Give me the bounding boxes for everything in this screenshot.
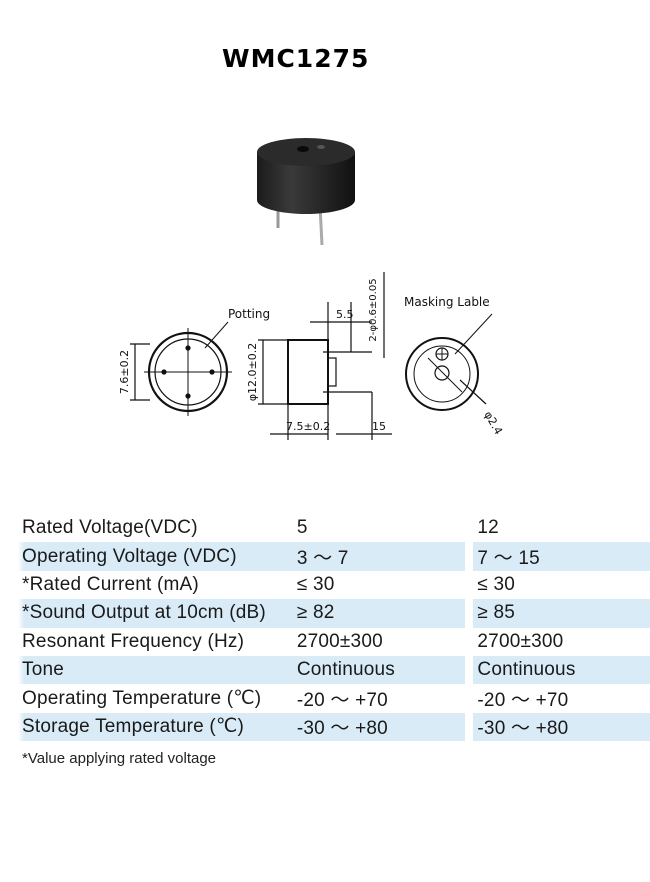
spec-value-5v: ≤ 30 (296, 573, 335, 595)
spec-value-5v: 2700±300 (296, 630, 383, 652)
column-gap (465, 628, 473, 656)
spec-value-5v: ≥ 82 (292, 599, 466, 628)
spec-value-12v: ≥ 85 (473, 599, 650, 628)
buzzer-photo (257, 138, 355, 246)
column-gap (465, 599, 474, 628)
column-gap (465, 684, 473, 712)
spec-row: Operating Temperature (℃) -20 ～ +70 -20 ～ … (18, 684, 650, 712)
spec-label: Resonant Frequency (Hz) (22, 630, 245, 652)
hole-dim-label: φ2.4 (481, 409, 505, 437)
back-view: φ2.4 Masking Lable (404, 295, 505, 437)
dimension-drawing: Potting 7.6±0.2 φ12.0±0.2 5.5 2-φ0.6±0.0… (118, 272, 505, 440)
footnote: *Value applying rated voltage (22, 750, 217, 767)
pin-pitch-label: 5.5 (336, 308, 354, 321)
column-gap (465, 655, 474, 685)
spec-label: Operating Temperature (℃) (22, 688, 262, 710)
spec-row: Rated Voltage(VDC) 5 12 (18, 514, 650, 542)
spec-row: Resonant Frequency (Hz) 2700±300 2700±300 (18, 628, 650, 656)
spec-value-12v: 7 ～ 15 (473, 542, 650, 571)
spec-value-5v: 3 ～ 7 (292, 542, 466, 571)
spec-value-12v: ≤ 30 (477, 573, 516, 595)
spec-row: *Sound Output at 10cm (dB)≥ 82≥ 85 (18, 599, 650, 628)
spec-value-12v: Continuous (473, 655, 650, 685)
spec-label: Rated Voltage(VDC) (22, 517, 198, 539)
spec-value-5v: -30 ～ +80 (292, 712, 466, 742)
column-gap (465, 712, 474, 742)
spec-value-5v: Continuous (292, 655, 466, 685)
potting-label: Potting (228, 307, 270, 321)
column-gap (465, 571, 473, 599)
spec-value-12v: -20 ～ +70 (477, 690, 569, 712)
body-length-label: 7.5±0.2 (286, 420, 330, 433)
spec-label: Tone (18, 655, 293, 685)
product-title: WMC1275 (222, 44, 370, 73)
spec-label: *Sound Output at 10cm (dB) (18, 599, 293, 628)
pin-length-label: 15 (372, 420, 386, 433)
spec-value-12v: -30 ～ +80 (473, 712, 650, 742)
spec-row: Storage Temperature (℃)-30 ～ +80-30 ～ +8… (18, 712, 650, 742)
diameter-dim-label: φ12.0±0.2 (246, 343, 259, 401)
height-dim-label: 7.6±0.2 (118, 350, 131, 394)
spec-value-5v: 5 (296, 517, 308, 539)
front-view: Potting 7.6±0.2 (118, 307, 270, 416)
spec-value-12v: 2700±300 (477, 630, 564, 652)
masking-label: Masking Lable (404, 295, 490, 309)
side-view: φ12.0±0.2 5.5 2-φ0.6±0.05 7.5±0.2 15 (246, 272, 392, 440)
column-gap (465, 542, 474, 571)
column-gap (465, 514, 473, 542)
spec-row: *Rated Current (mA) ≤ 30 ≤ 30 (18, 571, 650, 599)
spec-label: Storage Temperature (℃) (18, 712, 293, 742)
pin-diameter-label: 2-φ0.6±0.05 (368, 278, 379, 341)
spec-label: Operating Voltage (VDC) (18, 542, 293, 571)
spec-value-12v: 12 (477, 517, 499, 539)
spec-value-5v: -20 ～ +70 (296, 690, 388, 712)
spec-label: *Rated Current (mA) (22, 573, 199, 595)
